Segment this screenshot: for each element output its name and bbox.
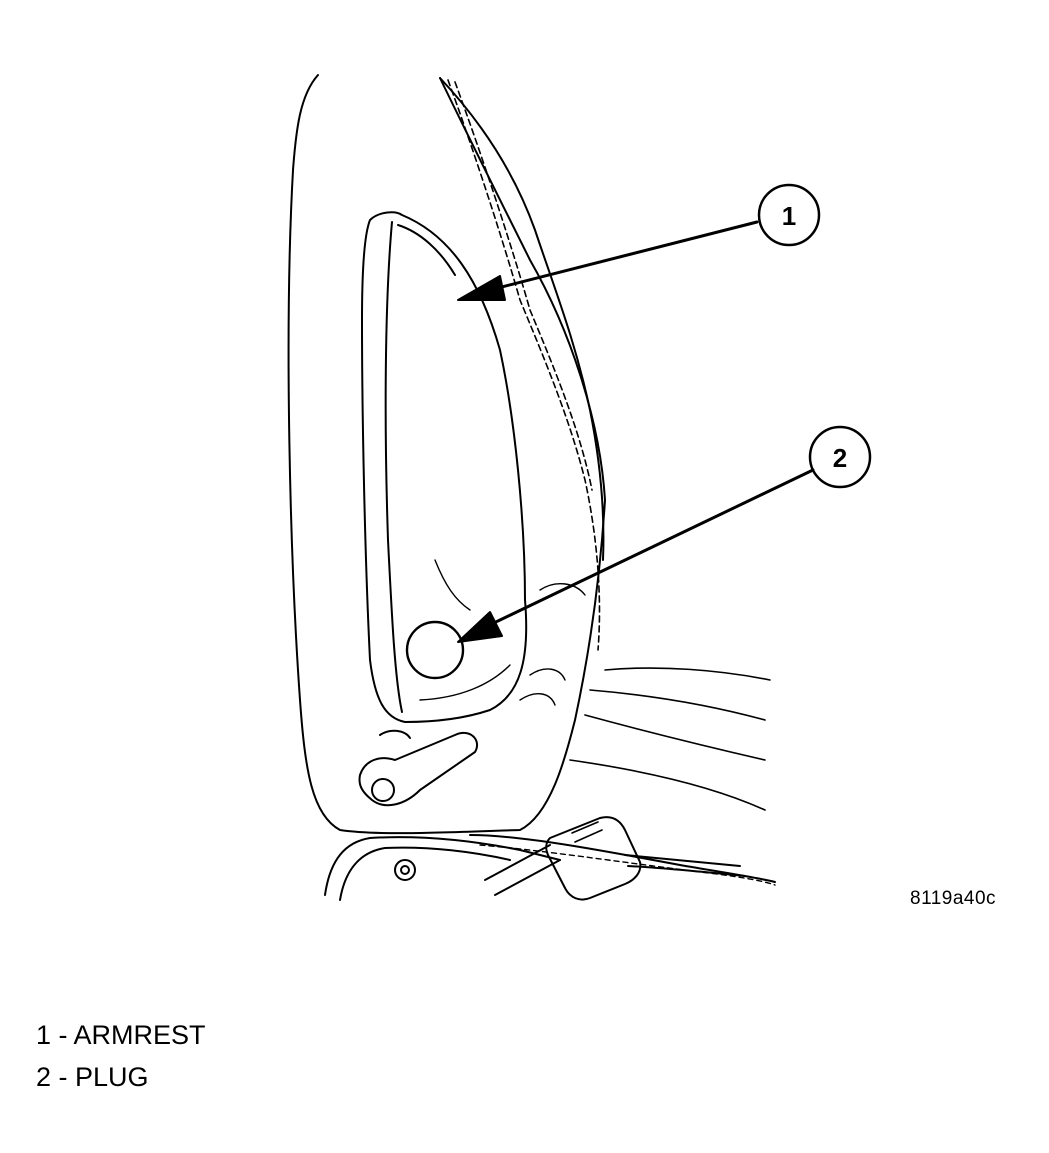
armrest-lower-curve xyxy=(419,664,511,701)
legend-label: PLUG xyxy=(75,1062,149,1092)
armrest-inner-edge-2 xyxy=(397,224,456,276)
frame-rail xyxy=(469,834,776,883)
plug-hole xyxy=(405,620,465,680)
cushion-line-1 xyxy=(604,667,771,681)
cushion-line-2 xyxy=(589,689,766,721)
callout-2-arrowhead xyxy=(457,611,503,643)
seat-frame xyxy=(324,836,561,896)
seatback-seam-dashed-2 xyxy=(454,81,593,491)
lever-pivot xyxy=(371,778,395,802)
seatback-seam-dashed xyxy=(447,79,601,651)
cushion-line-4 xyxy=(569,759,766,811)
buckle-stalk xyxy=(484,844,561,896)
legend-separator: - xyxy=(51,1020,74,1050)
armrest-inner-edge xyxy=(384,221,403,713)
callout-1-circle xyxy=(757,183,821,247)
legend-item-plug: 2 - PLUG xyxy=(36,1056,206,1098)
frame-bolt-inner xyxy=(400,865,410,875)
seatback-rear-edge xyxy=(439,77,605,561)
callout-2-circle xyxy=(808,425,872,489)
seat-armrest-diagram: 1 2 xyxy=(287,74,872,901)
legend: 1 - ARMREST 2 - PLUG xyxy=(36,1014,206,1098)
cushion-line-3 xyxy=(584,714,766,761)
recliner-lever xyxy=(358,732,478,807)
callout-2-leader xyxy=(473,468,815,634)
callout-1-arrowhead xyxy=(457,275,506,301)
seatbelt-buckle xyxy=(545,816,642,901)
figure-id: 8119a40c xyxy=(910,888,997,909)
legend-item-armrest: 1 - ARMREST xyxy=(36,1014,206,1056)
armrest-crease xyxy=(434,559,471,611)
lever-knob xyxy=(379,729,411,739)
legend-separator: - xyxy=(51,1062,76,1092)
seatbelt-strap xyxy=(624,854,746,877)
callout-1-number: 1 xyxy=(782,201,796,231)
armrest-outline xyxy=(361,211,528,723)
legend-number: 2 xyxy=(36,1062,52,1092)
cushion-fold xyxy=(519,583,586,706)
seatback-outline xyxy=(287,74,606,835)
seat-frame-2 xyxy=(339,846,511,901)
frame-bolt xyxy=(394,859,416,881)
legend-number: 1 xyxy=(36,1020,52,1050)
callout-1-leader xyxy=(476,220,759,295)
legend-label: ARMREST xyxy=(73,1020,206,1050)
buckle-slot xyxy=(571,821,603,843)
callout-2-number: 2 xyxy=(833,443,847,473)
